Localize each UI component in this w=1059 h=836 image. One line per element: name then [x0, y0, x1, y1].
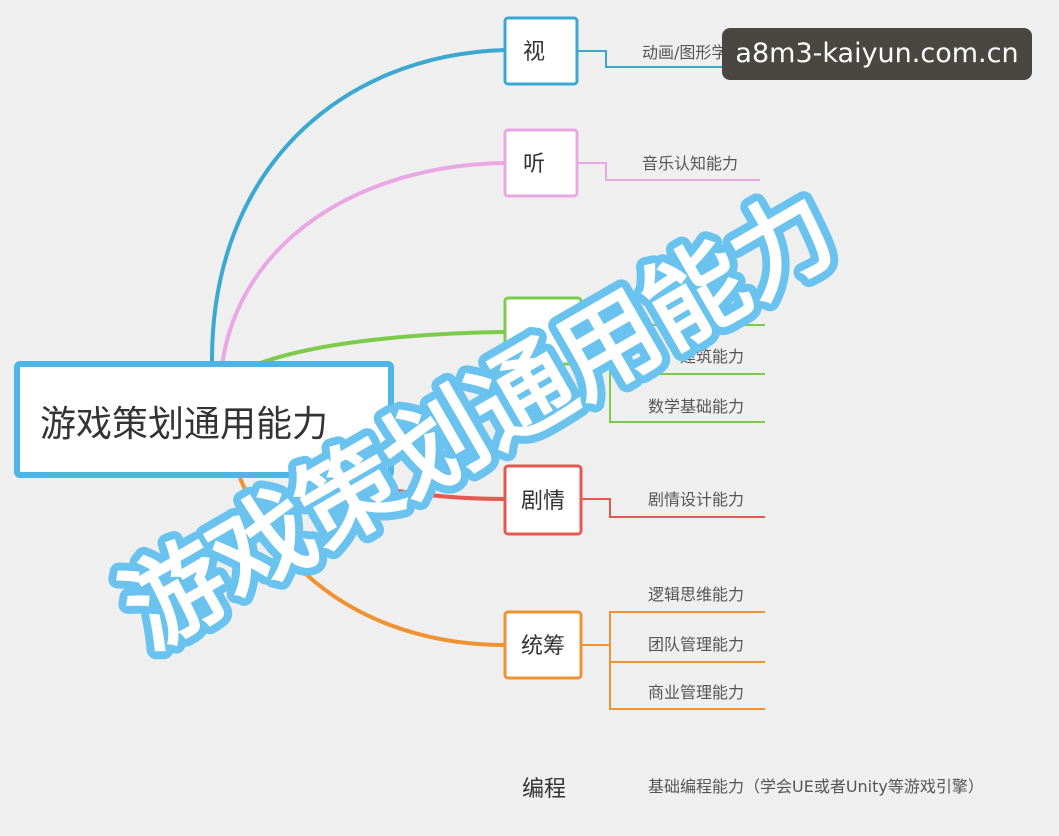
leaf-spatial-1: 建筑能力 [680, 347, 744, 366]
branch-programming[interactable]: 编程 基础编程能力（学会UE或者Unity等游戏引擎） [522, 777, 984, 802]
branch-label-planning: 统筹 [521, 634, 565, 659]
root-node[interactable]: 游戏策划通用能力 [14, 361, 394, 478]
leaf-programming-0: 基础编程能力（学会UE或者Unity等游戏引擎） [648, 777, 984, 796]
connector-hearing [220, 161, 506, 366]
leaf-spatial-2: 数学基础能力 [648, 397, 744, 416]
watermark-badge: a8m3-kaiyun.com.cn [722, 28, 1032, 80]
leaf-planning-0: 逻辑思维能力 [648, 585, 744, 604]
branch-planning[interactable]: 统筹 逻辑思维能力 团队管理能力 商业管理能力 [503, 585, 765, 710]
root-node-box[interactable] [14, 361, 394, 478]
connector-planning [238, 477, 506, 647]
branch-story[interactable]: 剧情 剧情设计能力 [503, 464, 765, 536]
leaf-connector-hearing [577, 162, 760, 181]
leaf-planning-1: 团队管理能力 [648, 635, 744, 654]
leaf-connector-story [581, 498, 765, 518]
branch-vision[interactable]: 视 动画/图形学 [503, 16, 760, 86]
connector-spatial [254, 330, 506, 367]
leaf-hearing-0: 音乐认知能力 [642, 154, 738, 173]
branch-hearing[interactable]: 听 音乐认知能力 [503, 128, 760, 198]
branch-label-programming: 编程 [522, 777, 566, 802]
root-node-label: 游戏策划通用能力 [40, 404, 328, 445]
connector-vision [209, 48, 506, 366]
branch-label-vision: 视 [523, 40, 545, 65]
leaf-planning-2: 商业管理能力 [648, 683, 744, 702]
leaf-connector-spatial [581, 324, 765, 423]
leaf-connector-planning [581, 611, 765, 710]
leaf-vision-0: 动画/图形学 [642, 43, 727, 62]
branch-spatial[interactable]: 建筑能力 数学基础能力 [503, 296, 765, 423]
branch-label-hearing: 听 [523, 152, 545, 177]
branch-label-story: 剧情 [521, 489, 565, 514]
connector-story [379, 486, 506, 501]
leaf-story-0: 剧情设计能力 [648, 490, 744, 509]
leaf-connector-vision [577, 50, 760, 68]
